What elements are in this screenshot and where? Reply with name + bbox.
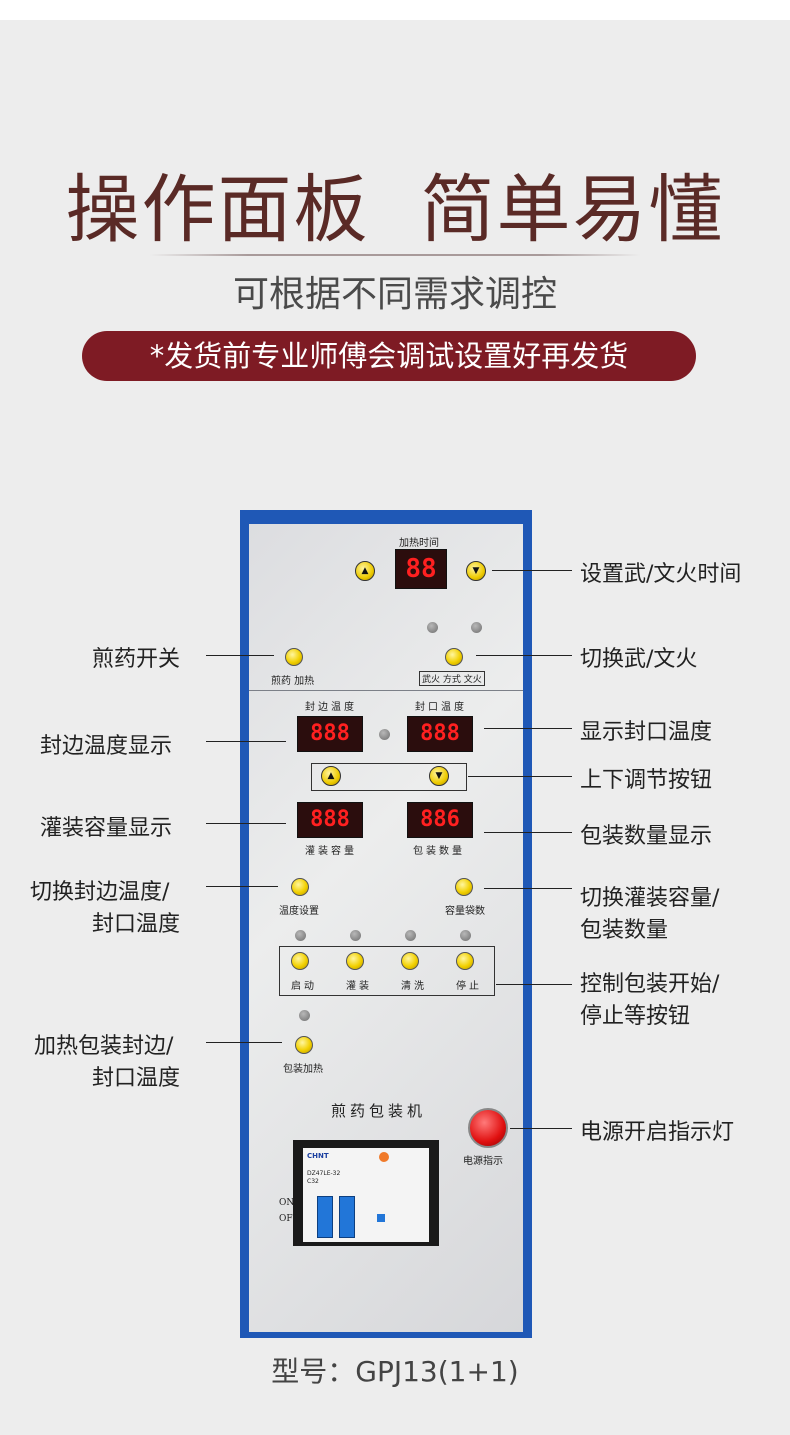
breaker-brand: CHNT — [307, 1152, 329, 1160]
page-subtitle: 可根据不同需求调控 — [232, 274, 557, 315]
adjust-button-group — [311, 763, 467, 791]
annotation-pack-count-display: 包装数量显示 — [580, 824, 713, 849]
top-strip — [0, 0, 790, 20]
annotation-heat-pack-line1: 加热包装封边/ — [34, 1034, 174, 1059]
upper-divider — [249, 690, 523, 691]
pack-count-label: 包装数量 — [413, 846, 465, 857]
annotation-switch-capacity-line2: 包装数量 — [580, 918, 669, 943]
start-button[interactable] — [291, 952, 309, 970]
page-title: 操作面板 简单易懂 — [65, 167, 725, 253]
annotation-up-down-buttons: 上下调节按钮 — [580, 768, 713, 793]
title-divider — [150, 254, 640, 256]
adjust-up-button[interactable]: ▲ — [321, 766, 341, 786]
leader-power-indicator — [510, 1128, 572, 1129]
clean-label: 清洗 — [401, 981, 427, 992]
start-label: 启动 — [291, 981, 317, 992]
stop-label: 停止 — [456, 981, 482, 992]
annotation-decoct-switch: 煎药开关 — [92, 647, 181, 672]
pack-heat-button[interactable] — [295, 1036, 313, 1054]
annotation-show-mouth-temp: 显示封口温度 — [580, 720, 713, 745]
clean-button[interactable] — [401, 952, 419, 970]
heat-time-display: 88 — [395, 549, 447, 589]
model-number: 型号：GPJ13(1+1) — [271, 1355, 519, 1388]
steel-faceplate: 加热时间 88 ▲ ▼ 煎药 加热 武火 方式 文火 封边温度 封口温度 888… — [249, 524, 523, 1332]
leader-up-down-buttons — [468, 776, 572, 777]
edge-temp-display: 888 — [297, 716, 363, 752]
breaker-model: DZ47LE-32 — [307, 1170, 341, 1177]
fill-capacity-display: 888 — [297, 802, 363, 838]
leader-switch-fire — [476, 655, 572, 656]
gentle-fire-indicator — [471, 622, 482, 633]
breaker-test-button-icon — [379, 1152, 389, 1162]
heat-time-down-button[interactable]: ▼ — [466, 561, 486, 581]
temp-setting-label: 温度设置 — [279, 906, 319, 917]
machine-name: 煎药包装机 — [331, 1102, 427, 1120]
pack-heat-label: 包装加热 — [283, 1064, 323, 1075]
pack-count-display: 886 — [407, 802, 473, 838]
leader-switch-capacity — [484, 888, 572, 889]
leader-control-pack — [496, 984, 572, 985]
pack-heat-indicator — [299, 1010, 310, 1021]
annotation-edge-temp-display: 封边温度显示 — [40, 734, 173, 759]
capacity-bags-button[interactable] — [455, 878, 473, 896]
on-label: ON — [279, 1198, 295, 1208]
process-button-group — [279, 946, 495, 996]
breaker-handle-right[interactable] — [339, 1196, 355, 1238]
heat-time-up-button[interactable]: ▲ — [355, 561, 375, 581]
fire-mode-button[interactable] — [445, 648, 463, 666]
leader-show-mouth-temp — [484, 728, 572, 729]
edge-temp-label: 封边温度 — [305, 702, 357, 713]
breaker-handle-left[interactable] — [317, 1196, 333, 1238]
annotation-fill-capacity-display: 灌装容量显示 — [40, 816, 173, 841]
strong-fire-indicator — [427, 622, 438, 633]
decoct-heat-label: 煎药 加热 — [271, 676, 315, 687]
start-indicator — [295, 930, 306, 941]
capacity-bags-label: 容量袋数 — [445, 906, 485, 917]
annotation-switch-temp-line2: 封口温度 — [92, 912, 181, 937]
power-indicator-lamp — [468, 1108, 508, 1148]
mouth-temp-label: 封口温度 — [415, 702, 467, 713]
leader-heat-pack — [206, 1042, 282, 1043]
annotation-switch-capacity-line1: 切换灌装容量/ — [580, 886, 720, 911]
clean-indicator — [405, 930, 416, 941]
breaker-rating: C32 — [307, 1178, 319, 1185]
annotation-switch-temp-line1: 切换封边温度/ — [30, 880, 170, 905]
adjust-down-button[interactable]: ▼ — [429, 766, 449, 786]
decoct-heat-button[interactable] — [285, 648, 303, 666]
breaker-test-key-icon — [377, 1214, 385, 1222]
annotation-control-pack-line2: 停止等按钮 — [580, 1004, 691, 1029]
heat-time-label: 加热时间 — [399, 538, 439, 549]
stop-button[interactable] — [456, 952, 474, 970]
fill-label: 灌装 — [346, 981, 372, 992]
fill-capacity-label: 灌装容量 — [305, 846, 357, 857]
shipping-notice-banner: *发货前专业师傅会调试设置好再发货 — [82, 331, 696, 381]
fill-button[interactable] — [346, 952, 364, 970]
breaker-body: CHNT DZ47LE-32 C32 — [303, 1148, 429, 1242]
fire-mode-label: 武火 方式 文火 — [419, 671, 485, 686]
stop-indicator — [460, 930, 471, 941]
off-label: OFF — [279, 1214, 299, 1224]
power-indicator-label: 电源指示 — [463, 1156, 503, 1167]
leader-edge-temp-display — [206, 741, 286, 742]
temp-setting-button[interactable] — [291, 878, 309, 896]
leader-fill-capacity-display — [206, 823, 286, 824]
circuit-breaker: CHNT DZ47LE-32 C32 — [293, 1140, 439, 1246]
annotation-power-indicator: 电源开启指示灯 — [580, 1120, 735, 1145]
mouth-temp-display: 888 — [407, 716, 473, 752]
annotation-heat-pack-line2: 封口温度 — [92, 1066, 181, 1091]
temp-indicator — [379, 729, 390, 740]
fill-indicator — [350, 930, 361, 941]
annotation-control-pack-line1: 控制包装开始/ — [580, 972, 720, 997]
leader-pack-count-display — [484, 832, 572, 833]
annotation-set-fire-time: 设置武/文火时间 — [580, 562, 742, 587]
leader-switch-temp — [206, 886, 278, 887]
leader-set-fire-time — [492, 570, 572, 571]
annotation-switch-fire: 切换武/文火 — [580, 647, 698, 672]
leader-decoct-switch — [206, 655, 274, 656]
control-panel: 加热时间 88 ▲ ▼ 煎药 加热 武火 方式 文火 封边温度 封口温度 888… — [240, 510, 532, 1338]
